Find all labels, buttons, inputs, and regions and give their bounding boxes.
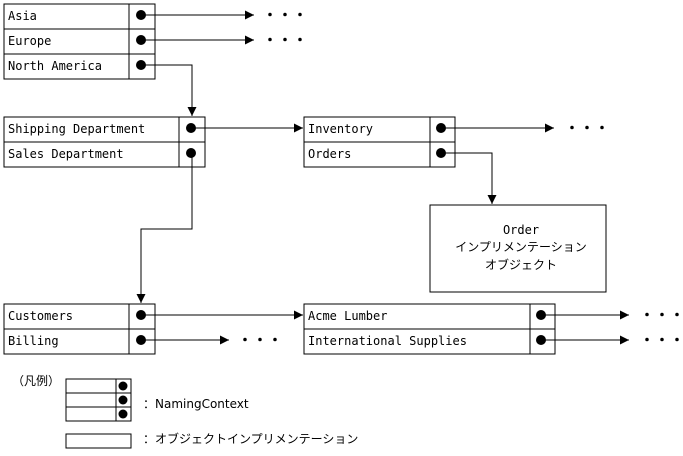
context-entry-inventory: Inventory [308,122,373,136]
arrow-orders [441,152,497,204]
context-entry-billing: Billing [8,334,59,348]
context-entry-orders: Orders [308,147,351,161]
legend-object-impl-symbol [65,433,132,449]
context-entry-shipping: Shipping Department [8,122,145,136]
context-entry-europe: Europe [8,34,51,48]
continuation-inventory: ・・・ [565,121,610,137]
context-entry-acme-lumber: Acme Lumber [308,309,387,323]
continuation-international-supplies: ・・・ [640,333,683,349]
continuation-europe: ・・・ [263,33,308,49]
order-object-box [429,204,607,293]
binding-dot [118,409,128,419]
order-object-line-1: Order [503,223,539,237]
arrow-sales [136,152,193,303]
legend-naming-context-label: ：NamingContext [143,397,249,411]
context-entry-customers: Customers [8,309,73,323]
arrow-north-america [141,64,197,116]
context-customers: Customers Billing [3,303,156,355]
context-departments: Shipping Department Sales Department [3,116,206,168]
legend-title: （凡例） [12,374,60,388]
continuation-billing: ・・・ [238,333,283,349]
context-regions: Asia Europe North America [3,3,156,80]
binding-dot [118,395,128,405]
context-entry-north-america: North America [8,59,102,73]
legend-naming-context-symbol [65,378,132,422]
legend: （凡例） ：NamingContext ：オブジェクトインプリメンテーション [12,374,358,449]
context-suppliers: Acme Lumber International Supplies [303,303,556,355]
connectors [136,10,629,345]
binding-dot [118,381,128,391]
context-entry-asia: Asia [8,9,37,23]
context-entry-international-supplies: International Supplies [308,334,467,348]
continuation-asia: ・・・ [263,8,308,24]
context-entry-sales: Sales Department [8,147,124,161]
order-object-line-3: オブジェクト [485,257,557,272]
order-implementation-object: Order インプリメンテーション オブジェクト [429,204,607,293]
continuation-acme-lumber: ・・・ [640,308,683,324]
legend-object-impl-label: ：オブジェクトインプリメンテーション [143,431,358,446]
order-object-line-2: インプリメンテーション [455,240,586,254]
context-regions-box [3,3,156,80]
context-inventory: Inventory Orders [303,116,456,168]
